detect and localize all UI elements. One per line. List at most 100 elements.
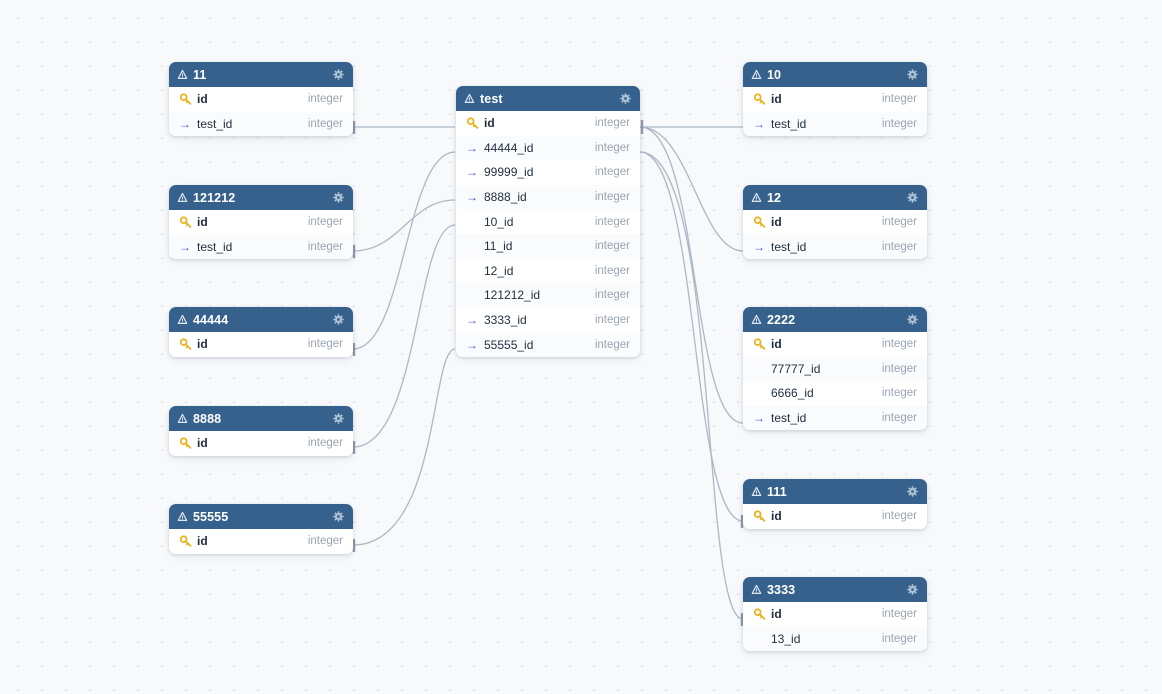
key-icon	[180, 216, 192, 229]
gear-icon[interactable]	[333, 413, 344, 424]
field-name: id	[197, 215, 208, 230]
table-title: 2222	[767, 312, 796, 327]
field-type: integer	[594, 264, 630, 277]
field-type: integer	[881, 510, 917, 523]
arrow-right-icon: →	[466, 313, 478, 328]
field-type: integer	[594, 240, 630, 253]
key-icon	[754, 93, 766, 106]
table-header-12[interactable]: 12	[743, 185, 927, 210]
gear-icon[interactable]	[620, 93, 631, 104]
table-header-3333[interactable]: 3333	[743, 577, 927, 602]
field-icon: →	[753, 412, 767, 424]
table-title: test	[480, 91, 503, 106]
table-header-8888[interactable]: 8888	[169, 406, 353, 431]
table-triangle-icon	[751, 192, 762, 202]
table-header-10[interactable]: 10	[743, 62, 927, 87]
table-header-121212[interactable]: 121212	[169, 185, 353, 210]
table-triangle-icon	[464, 93, 475, 103]
field-type: integer	[307, 240, 343, 253]
table-header-55555[interactable]: 55555	[169, 504, 353, 529]
field-icon	[754, 608, 767, 621]
gear-icon[interactable]	[333, 69, 344, 80]
field-name: 12_id	[484, 263, 514, 278]
field-type: integer	[594, 338, 630, 351]
gear-icon[interactable]	[907, 584, 918, 595]
field-icon	[754, 338, 767, 351]
table-header-2222[interactable]: 2222	[743, 307, 927, 332]
table-node-55555[interactable]: 55555 id integer	[169, 504, 353, 554]
field-name: id	[484, 116, 495, 131]
field-name: test_id	[771, 411, 807, 426]
table-header-11[interactable]: 11	[169, 62, 353, 87]
table-triangle-icon	[751, 486, 762, 496]
gear-icon[interactable]	[333, 314, 344, 325]
gear-icon[interactable]	[907, 486, 918, 497]
table-header-test[interactable]: test	[456, 86, 640, 111]
field-type: integer	[307, 117, 343, 130]
gear-icon[interactable]	[333, 511, 344, 522]
field-icon	[467, 117, 480, 130]
table-title: 10	[767, 67, 782, 82]
table-title: 8888	[193, 411, 222, 426]
field-name: id	[197, 436, 208, 451]
table-header-111[interactable]: 111	[743, 479, 927, 504]
gear-icon[interactable]	[907, 69, 918, 80]
table-header-44444[interactable]: 44444	[169, 307, 353, 332]
arrow-right-icon: →	[753, 239, 765, 254]
field-row[interactable]: 12_id integer	[456, 258, 640, 284]
field-name: id	[197, 92, 208, 107]
field-name: test_id	[771, 239, 807, 254]
field-row[interactable]: id integer	[169, 529, 353, 554]
field-name: id	[197, 534, 208, 549]
key-icon	[754, 608, 766, 621]
field-type: integer	[881, 117, 917, 130]
field-type: integer	[881, 338, 917, 351]
key-icon	[754, 338, 766, 351]
gear-icon[interactable]	[907, 314, 918, 325]
field-type: integer	[307, 216, 343, 229]
gear-icon[interactable]	[907, 192, 918, 203]
table-title: 12	[767, 190, 782, 205]
gear-icon[interactable]	[333, 192, 344, 203]
field-name: 3333_id	[484, 313, 527, 328]
arrow-right-icon: →	[466, 190, 478, 205]
field-type: integer	[307, 535, 343, 548]
field-row[interactable]: id integer	[169, 210, 353, 235]
